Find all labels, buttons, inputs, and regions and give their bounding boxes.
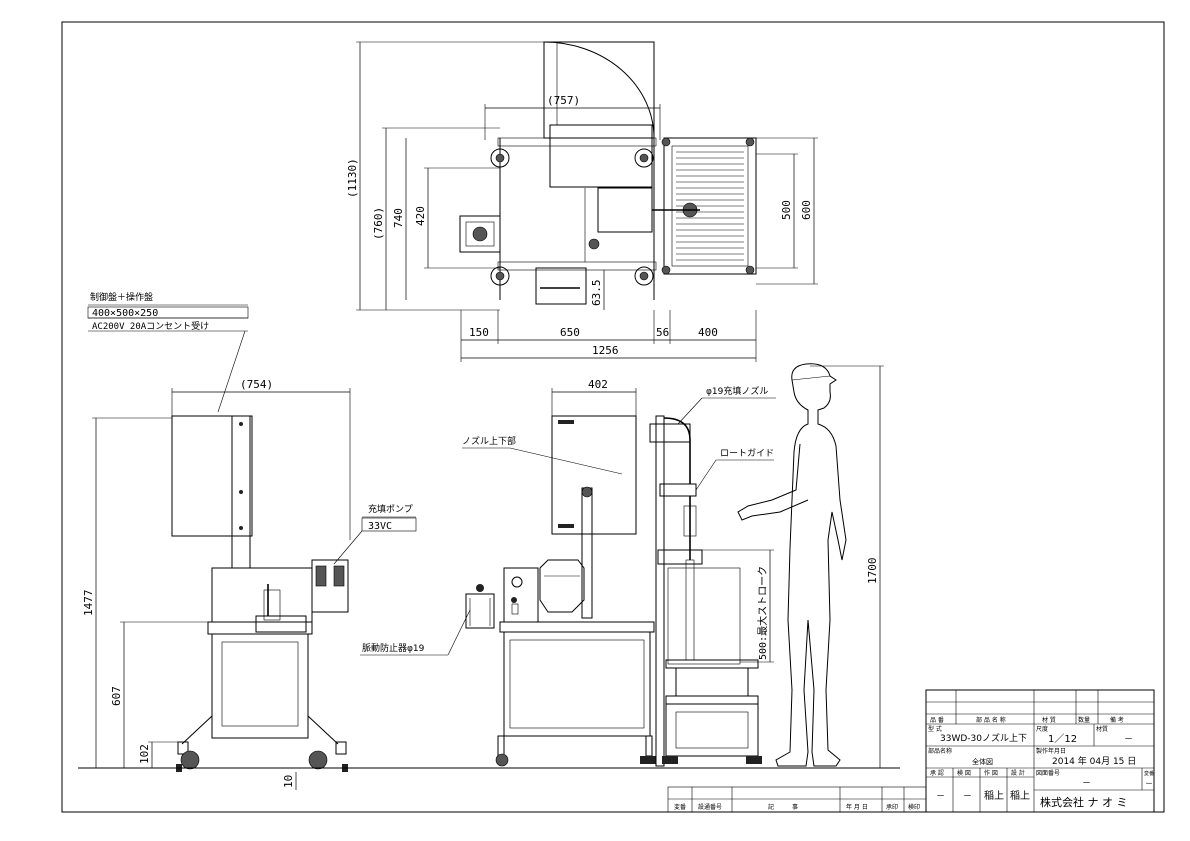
check-value: － (963, 792, 972, 802)
dim-top-760: (760) (372, 207, 385, 240)
dim-side-1477: 1477 (82, 590, 95, 617)
hdr-remarks: 備 考 (1110, 716, 1124, 724)
hdr-material: 材 質 (1042, 716, 1056, 724)
hdr-design: 設 計 (1011, 769, 1025, 777)
title-block: 品 番 部 品 名 称 材 質 数量 備 考 型 式 33WD-30ノズル上下 … (925, 689, 1155, 813)
lbl-drawing-no: 図面番号 (1036, 770, 1060, 777)
dim-top-63-5: 63.5 (590, 280, 603, 307)
rev-hdr-change-no: 設通番号 (698, 803, 722, 811)
hdr-approve: 承 認 (930, 769, 944, 777)
dim-top-1256: 1256 (592, 344, 619, 357)
nozzle-unit-label: ノズル上下部 (462, 435, 516, 447)
approve-value: － (936, 792, 945, 802)
dim-top-400: 400 (698, 326, 718, 339)
operator-figure (737, 363, 847, 767)
drawing-no-value: － (1082, 779, 1091, 789)
lbl-material: 材質 (1096, 725, 1108, 733)
company-name: 株式会社 ナ オ ミ (1040, 795, 1128, 809)
front-view: 402 (465, 365, 884, 768)
dim-top-740: 740 (392, 208, 405, 228)
lbl-model: 型 式 (928, 725, 942, 733)
dim-top-420: 420 (414, 206, 427, 226)
design-value: 稲上 (1010, 790, 1030, 802)
dim-max-stroke: 500:最大ストローク (756, 566, 769, 660)
front-callouts: ノズル上下部 φ19充填ノズル ロートガイド 脈動防止器φ19 (360, 385, 776, 656)
dim-top-150: 150 (469, 326, 489, 339)
hdr-draw: 作 図 (984, 769, 998, 777)
filling-nozzle-label: φ19充填ノズル (706, 385, 768, 397)
rev-hdr-description: 記 事 (768, 803, 798, 811)
dim-side-10: 10 (282, 775, 295, 788)
draw-value: 稲上 (984, 790, 1004, 802)
control-panel-size: 400×500×250 (92, 308, 158, 319)
lbl-revision: 変番 (1144, 770, 1154, 777)
dim-side-102: 102 (138, 744, 151, 764)
hdr-qty: 数量 (1078, 716, 1090, 724)
dim-side-607: 607 (110, 686, 123, 706)
dim-front-402: 402 (588, 378, 608, 391)
date-value: 2014 年 04月 15 日 (1052, 755, 1136, 767)
pump-model: 33VC (368, 521, 392, 532)
dim-top-1130: (1130) (346, 158, 359, 198)
sheet-border (61, 21, 1165, 813)
lbl-scale: 尺度 (1036, 725, 1048, 733)
control-panel-title: 制御盤＋操作盤 (90, 291, 153, 303)
damper-label: 脈動防止器φ19 (362, 642, 425, 654)
lbl-drawing-name: 部品名称 (928, 747, 952, 755)
dim-top-500: 500 (780, 200, 793, 220)
hdr-part-name: 部 品 名 称 (976, 716, 1006, 724)
dim-top-600: 600 (800, 200, 813, 220)
revision-value: － (1145, 779, 1153, 788)
dim-top-757: (757) (547, 94, 580, 107)
dim-top-650: 650 (560, 326, 580, 339)
control-panel-power: AC200V 20Aコンセント受け (92, 320, 209, 332)
lbl-date: 製作年月日 (1036, 747, 1066, 755)
dim-top-56: 56 (656, 326, 669, 339)
control-panel-callout: 制御盤＋操作盤 400×500×250 AC200V 20Aコンセント受け (87, 291, 249, 413)
dim-front-1700: 1700 (866, 558, 879, 585)
side-view: (754) 1477 607 102 (82, 378, 351, 790)
rev-hdr-approved: 承印 (886, 803, 898, 811)
material-value: － (1124, 735, 1133, 745)
pump-title: 充填ポンプ (368, 503, 413, 515)
dim-side-754: (754) (240, 378, 273, 391)
hdr-check: 検 図 (957, 769, 971, 777)
model-value: 33WD-30ノズル上下 (940, 732, 1027, 744)
funnel-guide-label: ロートガイド (720, 448, 774, 459)
hdr-part-no: 品 番 (930, 717, 944, 724)
revision-block: 変番 設通番号 記 事 年 月 日 承印 検印 (667, 786, 927, 813)
drawing-name-value: 全体図 (972, 757, 993, 766)
rev-hdr-date: 年 月 日 (846, 803, 868, 811)
rev-hdr-checked: 検印 (908, 803, 920, 811)
top-view: (757) 150 650 56 400 1256 (1130) (760) 7… (346, 41, 818, 362)
scale-value: 1／12 (1048, 733, 1077, 745)
rev-hdr-rev: 変番 (674, 803, 686, 811)
pump-callout: 充填ポンプ 33VC (333, 503, 417, 565)
